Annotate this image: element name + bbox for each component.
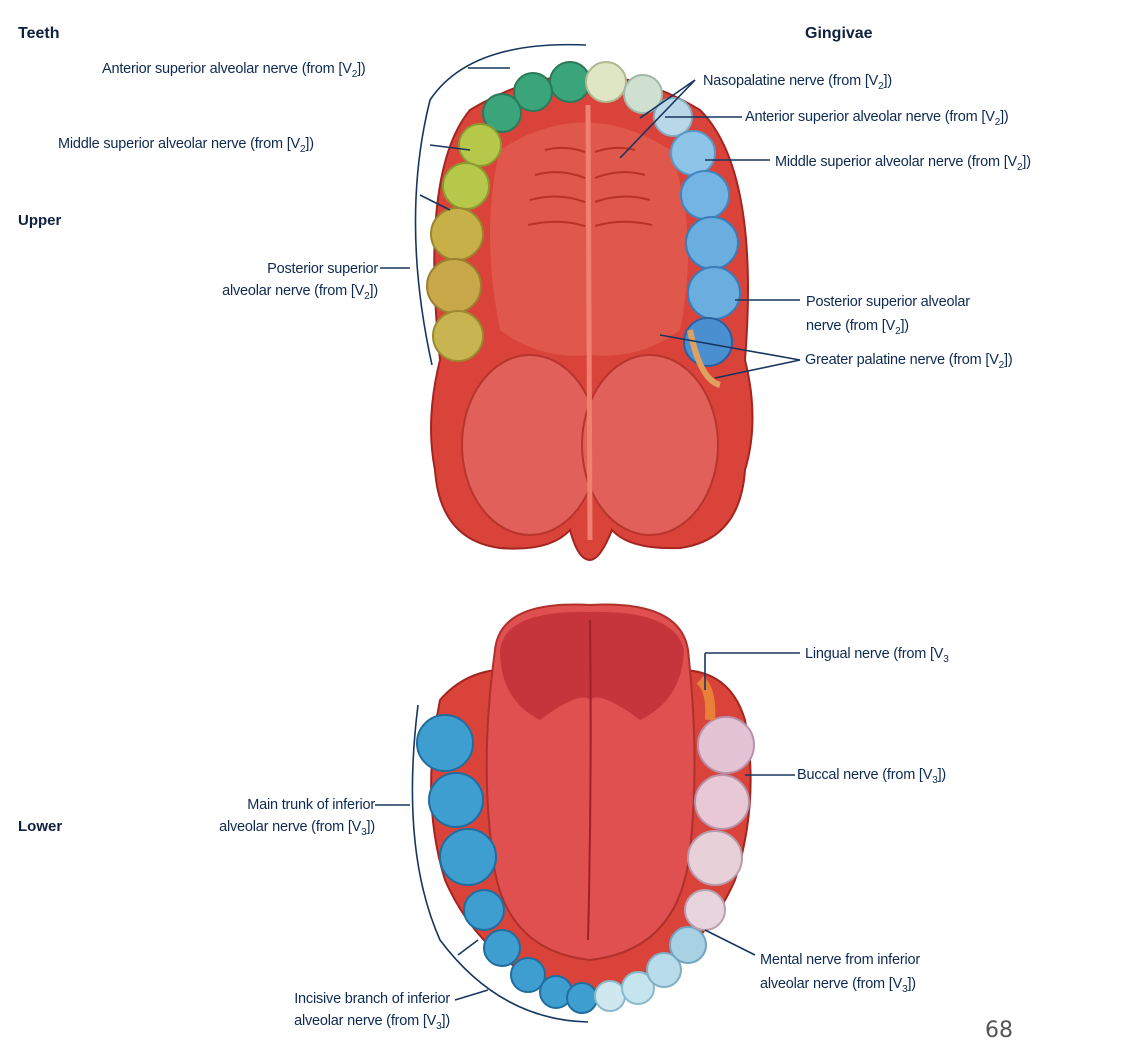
lower-teeth-right: [594, 676, 755, 1012]
label-incisive-line2: alveolar nerve (from [V3]): [294, 1013, 450, 1032]
soft-palate-left: [461, 354, 599, 536]
lower-header: Lower: [18, 818, 63, 835]
upper-teeth-bracket: [414, 43, 587, 366]
upper-teeth-left: [426, 61, 591, 362]
teeth-header: Teeth: [18, 25, 60, 42]
lower-jaw: [416, 603, 755, 1014]
label-posterior-superior-alveolar-teeth: Posterior superior alveolar nerve (from …: [160, 258, 378, 302]
palatine-raphe: [585, 104, 593, 541]
lower-teeth-left: [416, 714, 598, 1014]
label-posterior-superior-teeth-line1: Posterior superior: [267, 261, 378, 277]
upper-teeth-right: [585, 61, 741, 388]
label-mental-nerve-line2: alveolar nerve (from [V3]): [760, 976, 916, 995]
label-anterior-superior-alveolar-gingivae: Anterior superior alveolar nerve (from […: [745, 109, 1009, 128]
label-buccal-nerve: Buccal nerve (from [V3]): [797, 767, 947, 786]
label-main-trunk-line2: alveolar nerve (from [V3]): [219, 819, 375, 838]
tongue-papillae: [500, 611, 684, 720]
label-incisive-line1: Incisive branch of inferior: [294, 991, 450, 1007]
label-nasopalatine-nerve: Nasopalatine nerve (from [V2]): [703, 73, 892, 92]
label-posterior-superior-alveolar-gingivae: Posterior superior alveolar nerve (from …: [806, 290, 970, 338]
label-posterior-superior-teeth-line2: alveolar nerve (from [V2]): [222, 283, 378, 302]
gingivae-header: Gingivae: [805, 25, 873, 42]
label-middle-superior-alveolar-gingivae: Middle superior alveolar nerve (from [V2…: [775, 154, 1031, 173]
lower-teeth-bracket: [411, 704, 589, 1023]
slide-number: 68: [985, 1018, 1013, 1043]
label-greater-palatine-nerve: Greater palatine nerve (from [V2]): [805, 352, 1013, 371]
label-posterior-superior-gingivae-line2: nerve (from [V2]): [806, 318, 909, 337]
label-middle-superior-alveolar-teeth: Middle superior alveolar nerve (from [V2…: [58, 136, 314, 155]
palatine-rugae: [527, 146, 653, 227]
label-incisive-branch-inferior-alveolar: Incisive branch of inferior alveolar ner…: [215, 988, 450, 1032]
label-mental-nerve-line1: Mental nerve from inferior: [760, 952, 920, 968]
leader-lines: [375, 43, 801, 1023]
upper-jaw: [426, 61, 754, 562]
label-main-trunk-inferior-alveolar: Main trunk of inferior alveolar nerve (f…: [150, 794, 375, 838]
tongue-median-sulcus: [587, 619, 592, 941]
label-mental-nerve: Mental nerve from inferior alveolar nerv…: [760, 948, 920, 996]
label-main-trunk-line1: Main trunk of inferior: [247, 797, 375, 813]
label-posterior-superior-gingivae-line1: Posterior superior alveolar: [806, 294, 970, 310]
label-lingual-nerve: Lingual nerve (from [V3: [805, 646, 949, 665]
label-anterior-superior-alveolar-teeth: Anterior superior alveolar nerve (from […: [102, 61, 366, 80]
upper-header: Upper: [18, 212, 62, 229]
soft-palate-right: [581, 354, 719, 536]
